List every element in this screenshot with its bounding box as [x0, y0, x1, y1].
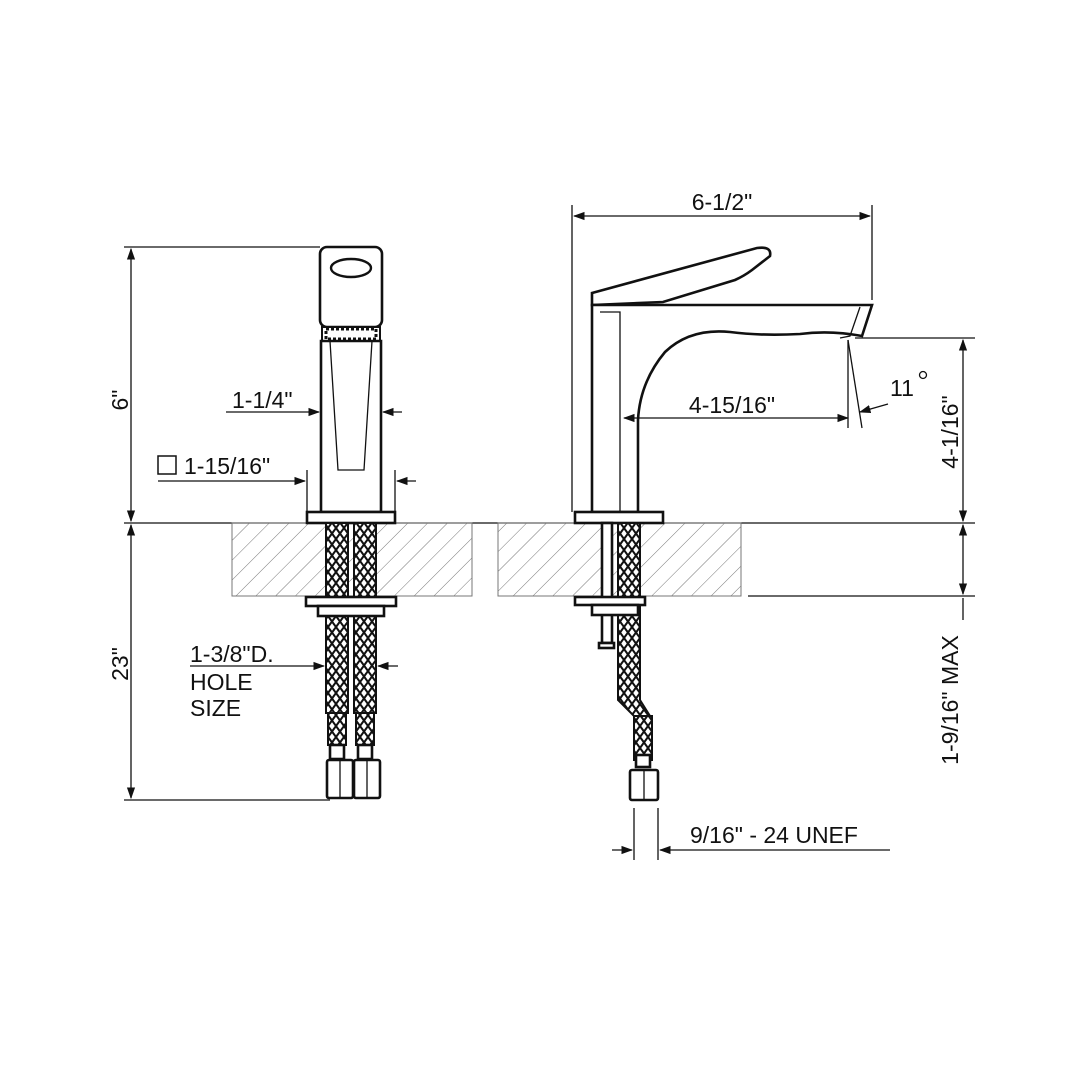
square-symbol-icon — [157, 455, 177, 475]
mounting-stud — [600, 521, 614, 645]
spout-reach-label: 4-15/16" — [689, 392, 775, 418]
supply-hose-right — [353, 522, 377, 714]
front-body — [319, 339, 383, 514]
spout-angle-label: 11 — [890, 375, 914, 401]
overall-height-label: 6" — [107, 390, 133, 411]
side-dimensions: 6-1/2" 4-15/16" 11 4-1/16" 1-9/16" MAX 9… — [571, 189, 975, 860]
front-mounting-nut — [304, 595, 398, 608]
supply-hose-left — [325, 522, 349, 714]
degree-icon — [918, 370, 928, 380]
side-base-plate — [573, 510, 665, 525]
below-deck-length-label: 23" — [107, 647, 133, 681]
hole-size-label-line2: HOLE — [190, 669, 253, 695]
front-base-plate — [305, 510, 397, 525]
deck-thickness-max-label: 1-9/16" MAX — [937, 635, 963, 765]
base-square-label: 1-15/16" — [184, 453, 270, 479]
overall-depth-label: 6-1/2" — [692, 189, 753, 215]
front-view — [304, 245, 398, 800]
spout-height-label: 4-1/16" — [937, 395, 963, 468]
hole-size-label-line3: SIZE — [190, 695, 241, 721]
connection-thread-label: 9/16" - 24 UNEF — [690, 822, 858, 848]
countertop-section — [124, 522, 975, 597]
spout-width-label: 1-1/4" — [232, 387, 293, 413]
deck-hatch-left — [231, 522, 473, 597]
front-dimensions: 6" 23" 1-1/4" 1-15/16" 1-3/8"D. HOLE SIZ… — [107, 246, 416, 801]
side-view — [573, 246, 874, 802]
handle-oval-icon — [329, 257, 373, 279]
hole-size-label-line1: 1-3/8"D. — [190, 641, 274, 667]
side-lever-handle — [590, 246, 772, 307]
